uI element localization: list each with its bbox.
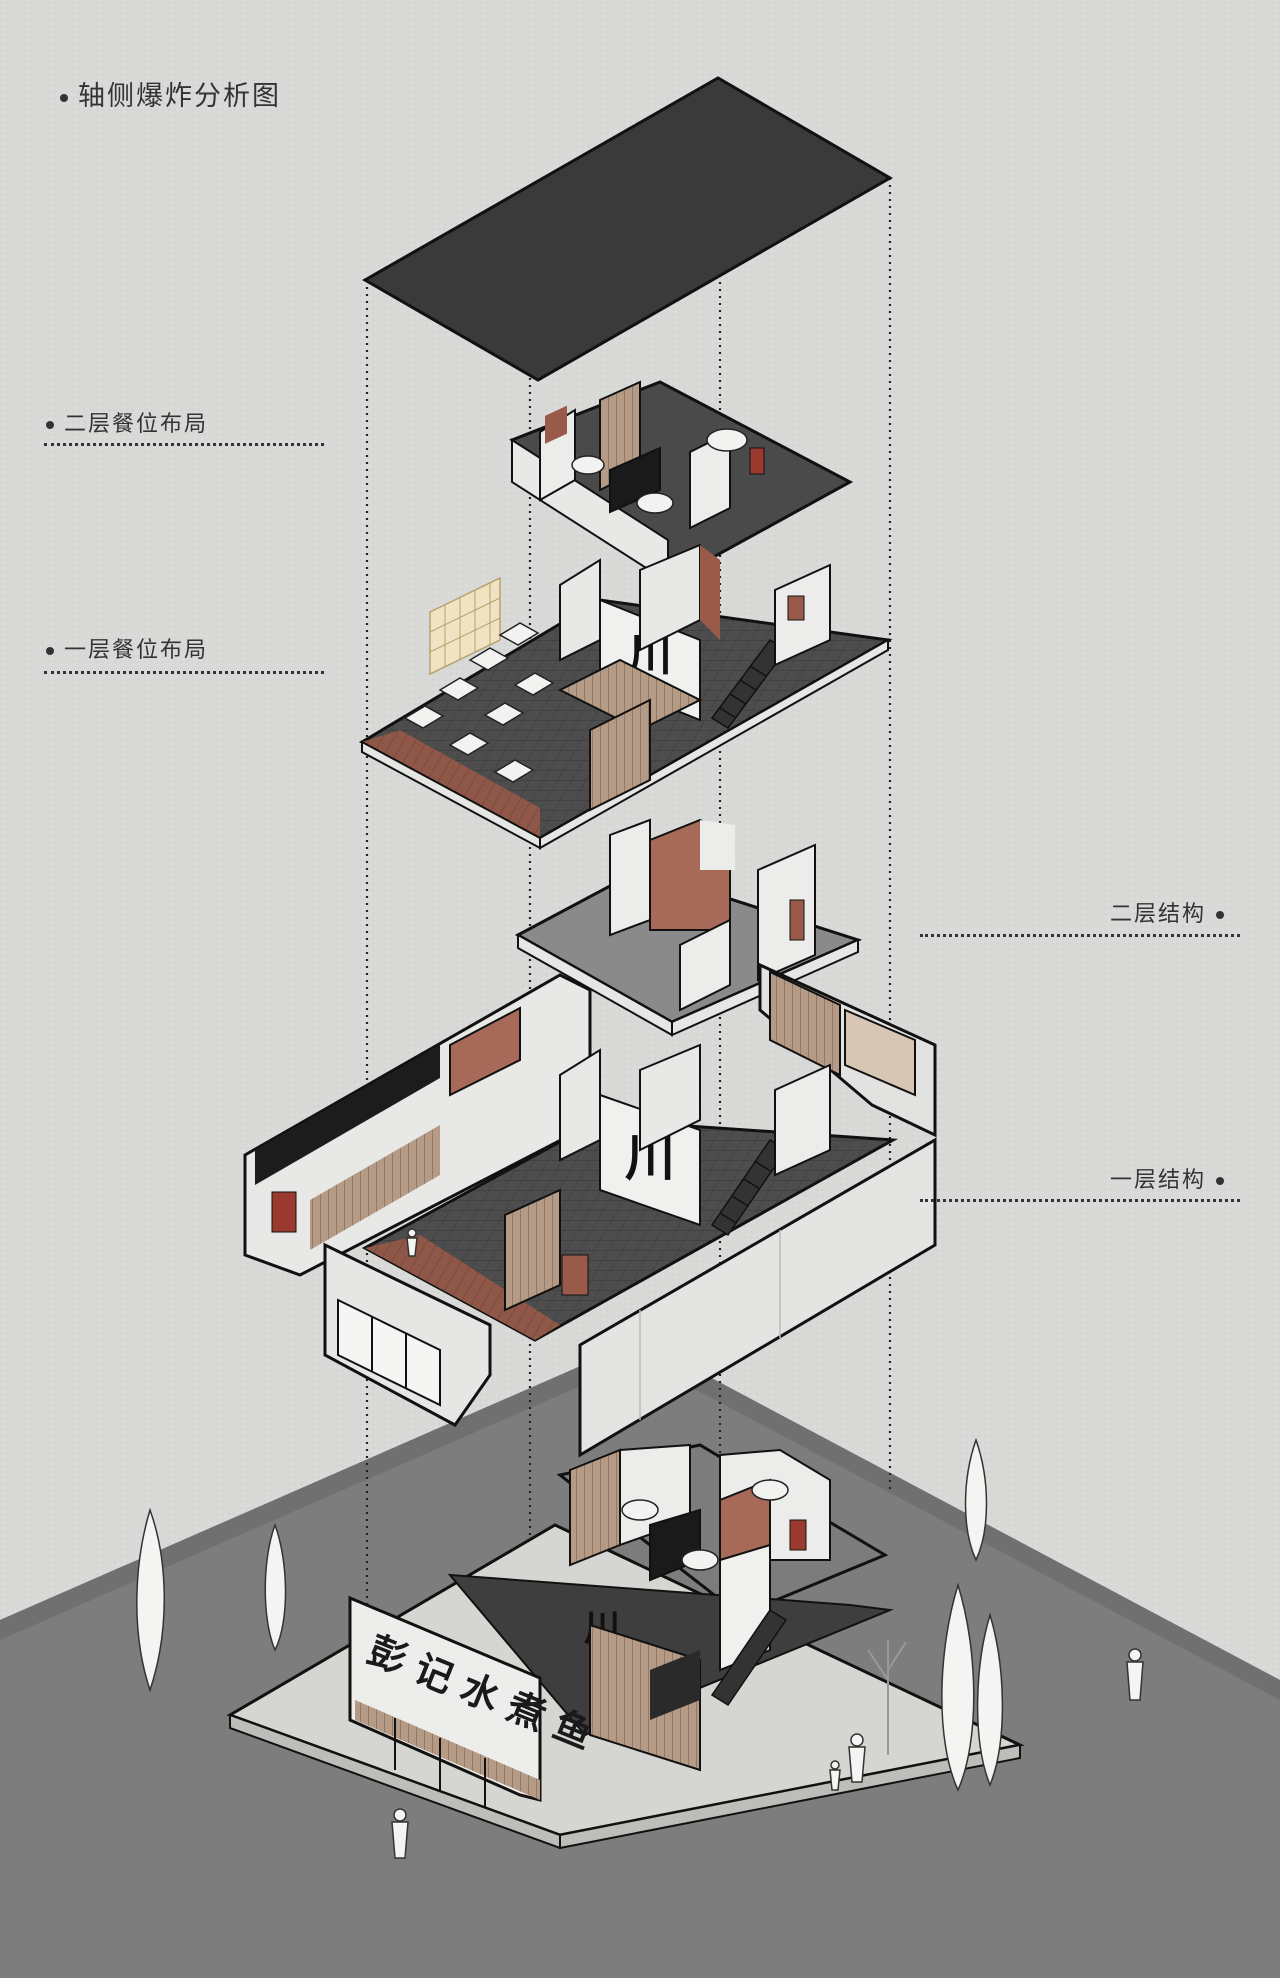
leader-line [44,671,324,674]
person-figure [406,1228,418,1257]
second-floor-seating-layer [509,380,854,584]
roof-slab [361,76,893,382]
cypress-tree [136,1507,165,1693]
trees [136,1437,1004,1792]
person-figure [391,1808,409,1859]
screen-grille [429,576,501,676]
storefront-sign-facade [348,1595,542,1802]
cypress-tree [941,1582,975,1792]
cypress-tree [264,1522,287,1652]
person-figure-child [829,1760,841,1791]
bullet-dot [46,647,54,655]
bare-tree [867,1640,907,1755]
dining-tables-2f [571,428,748,514]
cypress-tree [976,1612,1004,1788]
person-figure [1126,1648,1144,1701]
cypress-tree [964,1437,988,1562]
people [391,1228,1144,1859]
dining-tables-1f [403,622,555,783]
label-second-floor-seating: 二层餐位布局 [36,406,208,438]
second-floor-structure-layer [514,818,937,1138]
label-first-floor-seating: 一层餐位布局 [36,632,208,664]
stairs-ground [710,1608,788,1707]
label-first-floor-structure: 一层结构 [1110,1162,1234,1194]
person-figure [848,1733,866,1783]
ground-plane-shadow [0,1340,1280,1700]
leader-line [920,1199,1240,1202]
bullet-dot [1216,911,1225,919]
diagram-title: 轴侧爆炸分析图 [50,74,281,113]
label-second-floor-structure: 二层结构 [1110,896,1234,928]
leader-line [44,443,324,446]
assembled-building: 川 彭记水煮鱼 [226,1443,1025,1850]
bullet-dot [46,421,54,429]
first-floor-structure-layer: 川 [243,973,937,1458]
bullet-dot [1216,1177,1225,1185]
first-floor-seating-layer: 川 [358,543,893,850]
leader-line [920,934,1240,937]
bullet-dot [60,93,68,102]
